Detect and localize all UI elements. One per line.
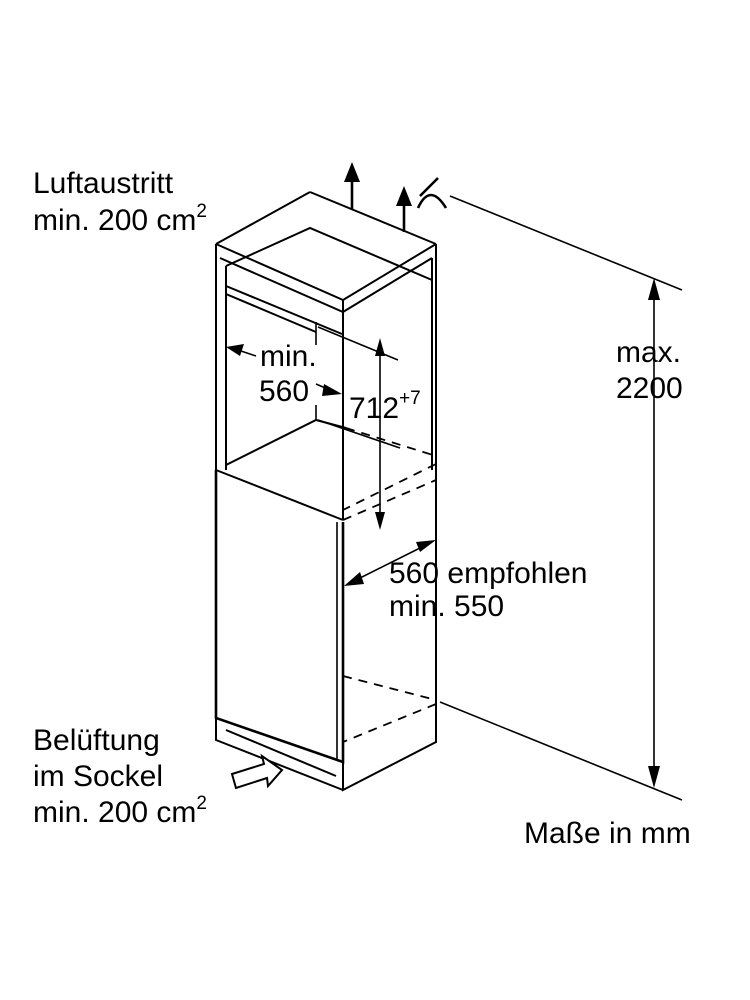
max-height-dimension [439,195,683,801]
niche-height-ext-top [317,326,399,361]
tilt-symbol [416,177,448,209]
niche-height-arrow-bottom [375,512,385,530]
cabinet-inner-top [225,226,433,281]
niche-bottom-front [215,469,344,521]
cabinet-top-left-edge [215,191,311,245]
air-outlet-title: Luftaustritt [33,167,174,200]
units-note: Maße in mm [524,817,691,850]
air-outlet-arrow-1-head [344,162,360,182]
ventilation-line2: im Sockel [33,760,163,793]
max-height-word: max. [616,336,681,369]
ventilation-line1: Belüftung [33,724,160,757]
air-outlet-value: min. 200 cm2 [33,201,207,237]
hidden-bottom-edge-1 [342,675,437,701]
plinth-inner [225,729,337,777]
depth-recommended-label: 560 empfohlen [389,557,588,590]
niche-height-dimension [317,326,401,530]
cabinet-housing [214,191,437,792]
cabinet-inner-top-front2 [225,293,317,333]
appliance-door [214,470,345,764]
depth-dimension [344,540,436,586]
niche-height-label: 712+7 [349,388,421,425]
max-height-value: 2200 [616,372,683,405]
depth-min-label: min. 550 [389,590,504,623]
plinth-right [342,700,437,792]
air-outlet-arrows [344,162,448,232]
niche-width-value: 560 [259,375,309,408]
niche-bottom-shelf [225,418,347,466]
hidden-niche-edge-3 [342,479,437,521]
niche-width-dimension [226,344,342,396]
niche-height-arrow-top [375,338,385,356]
air-outlet-arrow-2-head [396,186,412,206]
niche-height-ext-bottom [317,419,401,449]
hidden-bottom-edge-2 [342,703,437,743]
cabinet-inner-top-front [225,285,343,335]
hidden-niche-edge-1 [345,427,437,457]
ventilation-exponent: 2 [196,793,207,814]
cabinet-top-right-edge [342,243,437,301]
max-height-arrow-top [648,278,660,300]
max-height-ext-top [449,195,683,291]
air-outlet-exponent: 2 [196,201,207,222]
ventilation-value: min. 200 cm2 [33,793,207,829]
niche-width-arrow-right [322,384,342,396]
max-height-ext-bottom [439,701,683,801]
ventilation-inlet-arrow [230,753,284,790]
cabinet-top-back-edge [309,191,437,245]
plinth-front [215,718,344,791]
depth-arrow-right [416,540,436,552]
niche-height-tolerance: +7 [399,388,421,409]
cabinet-top-front-edge [215,243,344,301]
max-height-arrow-bottom [648,766,660,788]
hidden-niche-edge-2 [342,463,437,511]
depth-arrow-left [344,572,364,586]
niche-width-word: min. [260,340,317,373]
niche-width-arrow-left [226,344,244,356]
depth-dim-line [351,543,429,583]
